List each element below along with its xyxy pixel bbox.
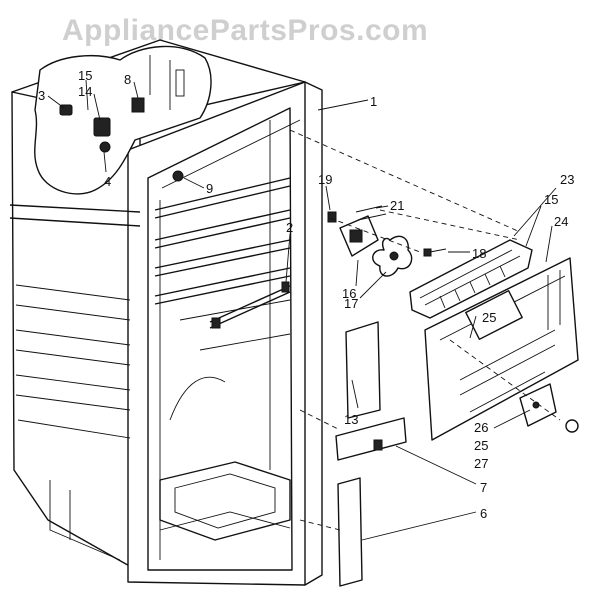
callout-24: 24 (554, 214, 568, 229)
callout-23: 23 (560, 172, 574, 187)
callout-4: 4 (104, 174, 111, 189)
callout-8: 8 (124, 72, 131, 87)
shelf-rails (154, 120, 291, 541)
duct-parts (335, 321, 407, 587)
callout-2: 2 (286, 220, 293, 235)
part-13-duct (345, 321, 381, 419)
callout-1: 1 (370, 94, 377, 109)
leader-lines (47, 79, 557, 541)
callout-19: 19 (318, 172, 332, 187)
cabinet-liner (9, 39, 323, 586)
part-2-crossbar (209, 281, 291, 329)
part-23-air-grille (409, 239, 533, 319)
callout-25-mid: 25 (482, 310, 496, 325)
callout-7: 7 (480, 480, 487, 495)
callout-25-lower: 25 (474, 438, 488, 453)
callout-27: 27 (474, 456, 488, 471)
part-9-clip (172, 170, 184, 182)
control-cutout (34, 45, 212, 195)
part-18-screw (423, 248, 447, 257)
callout-3: 3 (38, 88, 45, 103)
callout-labels: 1 3 15 14 8 4 9 2 19 21 18 16 17 13 25 2… (38, 68, 574, 521)
callout-15-upper: 15 (78, 68, 92, 83)
part-6-duct-lower (337, 477, 363, 587)
callout-9: 9 (206, 181, 213, 196)
fan-motor-assembly (327, 205, 413, 277)
callout-26: 26 (474, 420, 488, 435)
callout-21: 21 (390, 198, 404, 213)
callout-18: 18 (472, 246, 486, 261)
callout-16: 16 (342, 286, 356, 301)
callout-13: 13 (344, 412, 358, 427)
part-7-baffle (335, 417, 407, 461)
watermark-logo: AppliancePartsPros.com (62, 14, 429, 47)
callout-6: 6 (480, 506, 487, 521)
part-24-evaporator-cover (424, 257, 579, 441)
callout-14: 14 (78, 84, 92, 99)
assembly-centerlines (289, 129, 561, 531)
callout-15-right: 15 (544, 192, 558, 207)
callout-17: 17 (344, 296, 358, 311)
